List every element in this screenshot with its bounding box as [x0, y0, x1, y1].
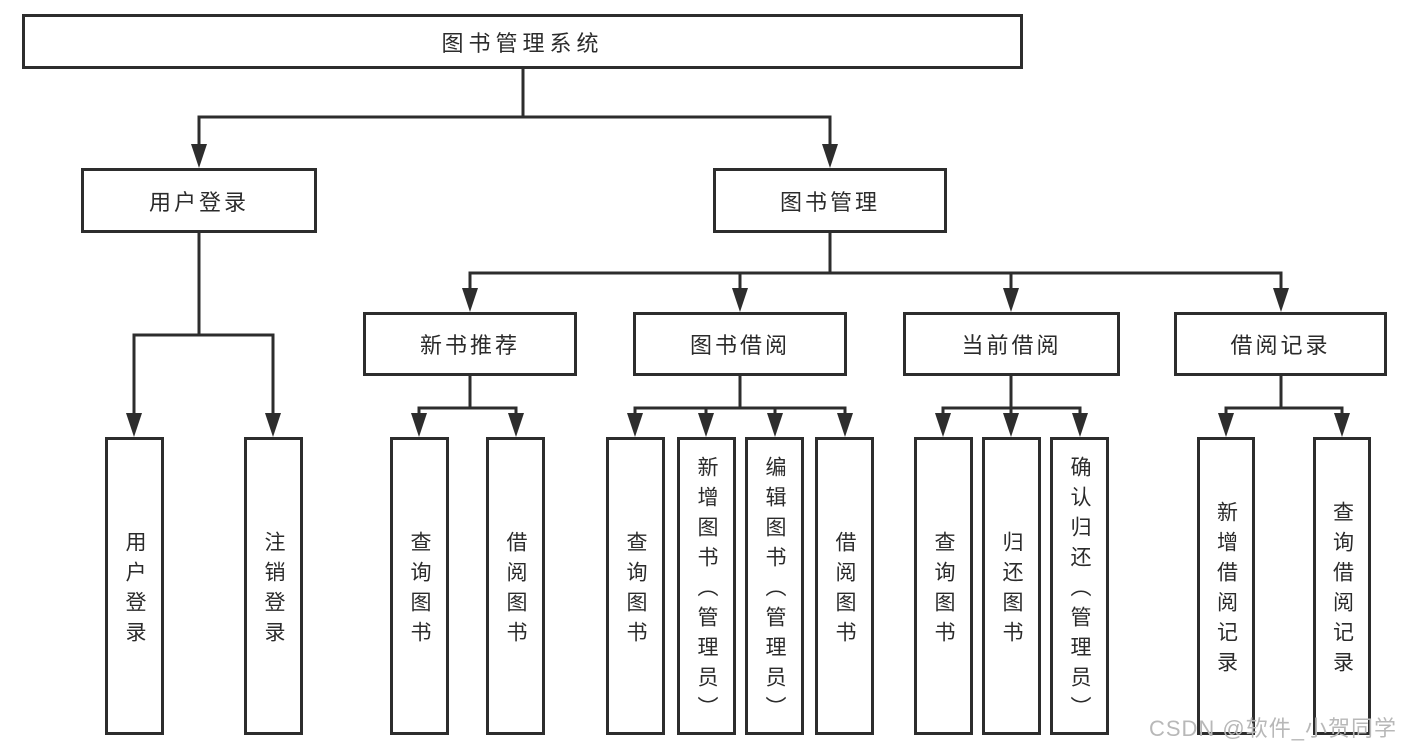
leaf-query-books-recommend: 查询图书	[390, 437, 449, 735]
leaf-confirm-return-admin-label: 确认归还（管理员）	[1068, 455, 1091, 726]
leaf-query-books-borrowing: 查询图书	[606, 437, 665, 735]
leaf-add-books-admin-label: 新增图书（管理员）	[695, 455, 718, 726]
csdn-watermark: CSDN @软件_小贺同学	[1148, 716, 1397, 741]
leaf-query-borrow-record-label: 查询借阅记录	[1330, 500, 1354, 681]
node-book-borrowing: 图书借阅	[633, 312, 847, 376]
leaf-return-books-label: 归还图书	[1000, 530, 1023, 651]
node-book-management: 图书管理	[713, 168, 947, 233]
leaf-add-books-admin: 新增图书（管理员）	[677, 437, 736, 735]
leaf-user-login-label: 用户登录	[123, 530, 146, 651]
node-borrowing-records-label: 借阅记录	[1230, 333, 1331, 358]
leaf-query-borrow-record: 查询借阅记录	[1313, 437, 1371, 735]
leaf-confirm-return-admin: 确认归还（管理员）	[1050, 437, 1109, 735]
leaf-borrow-books-recommend: 借阅图书	[486, 437, 545, 735]
node-new-book-recommendation-label: 新书推荐	[419, 333, 520, 358]
leaf-logout: 注销登录	[244, 437, 303, 735]
node-book-management-label: 图书管理	[779, 189, 880, 215]
node-current-borrowing-label: 当前借阅	[961, 333, 1062, 358]
leaf-user-login: 用户登录	[105, 437, 164, 735]
leaf-query-books-borrowing-label: 查询图书	[624, 530, 647, 651]
leaf-edit-books-admin-label: 编辑图书（管理员）	[763, 455, 786, 726]
node-library-system-label: 图书管理系统	[441, 30, 604, 56]
leaf-borrow-books-recommend-label: 借阅图书	[504, 530, 527, 651]
leaf-add-borrow-record-label: 新增借阅记录	[1214, 500, 1238, 681]
leaf-logout-label: 注销登录	[262, 530, 285, 651]
leaf-query-books-current-label: 查询图书	[932, 530, 955, 651]
node-borrowing-records: 借阅记录	[1174, 312, 1387, 376]
leaf-query-books-recommend-label: 查询图书	[408, 530, 431, 651]
node-new-book-recommendation: 新书推荐	[363, 312, 577, 376]
node-current-borrowing: 当前借阅	[903, 312, 1120, 376]
node-library-system: 图书管理系统	[22, 14, 1023, 69]
node-user-login-label: 用户登录	[148, 189, 249, 215]
node-book-borrowing-label: 图书借阅	[689, 333, 790, 358]
node-user-login: 用户登录	[81, 168, 317, 233]
leaf-edit-books-admin: 编辑图书（管理员）	[745, 437, 804, 735]
arrowheads	[126, 144, 1350, 437]
leaf-return-books: 归还图书	[982, 437, 1041, 735]
leaf-query-books-current: 查询图书	[914, 437, 973, 735]
leaf-borrow-books-borrowing: 借阅图书	[815, 437, 874, 735]
leaf-add-borrow-record: 新增借阅记录	[1197, 437, 1255, 735]
leaf-borrow-books-borrowing-label: 借阅图书	[833, 530, 856, 651]
